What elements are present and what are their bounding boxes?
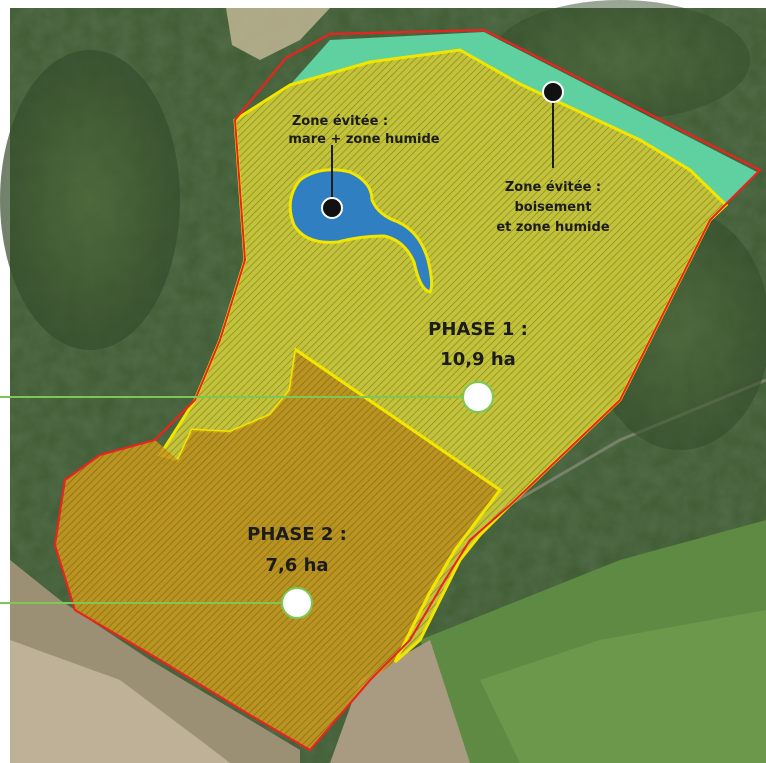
phase2-marker: [281, 587, 313, 619]
phase2-area: 7,6 ha: [265, 555, 328, 576]
phase1-area: 10,9 ha: [440, 349, 516, 370]
phase2-zone: [55, 348, 503, 750]
pond-pin: [321, 197, 343, 219]
phase1-marker: [462, 381, 494, 413]
pond-label-line1: Zone évitée :: [292, 114, 388, 129]
pond-label-line2: mare + zone humide: [288, 132, 439, 147]
woodland-label-line3: et zone humide: [496, 220, 609, 235]
phase2-title: PHASE 2 :: [247, 524, 347, 545]
woodland-label-line1: Zone évitée :: [505, 180, 601, 195]
phase1-title: PHASE 1 :: [428, 319, 528, 340]
woodland-pin: [542, 81, 564, 103]
site-boundary-overlay: [53, 28, 762, 752]
woodland-label-line2: boisement: [514, 200, 591, 215]
